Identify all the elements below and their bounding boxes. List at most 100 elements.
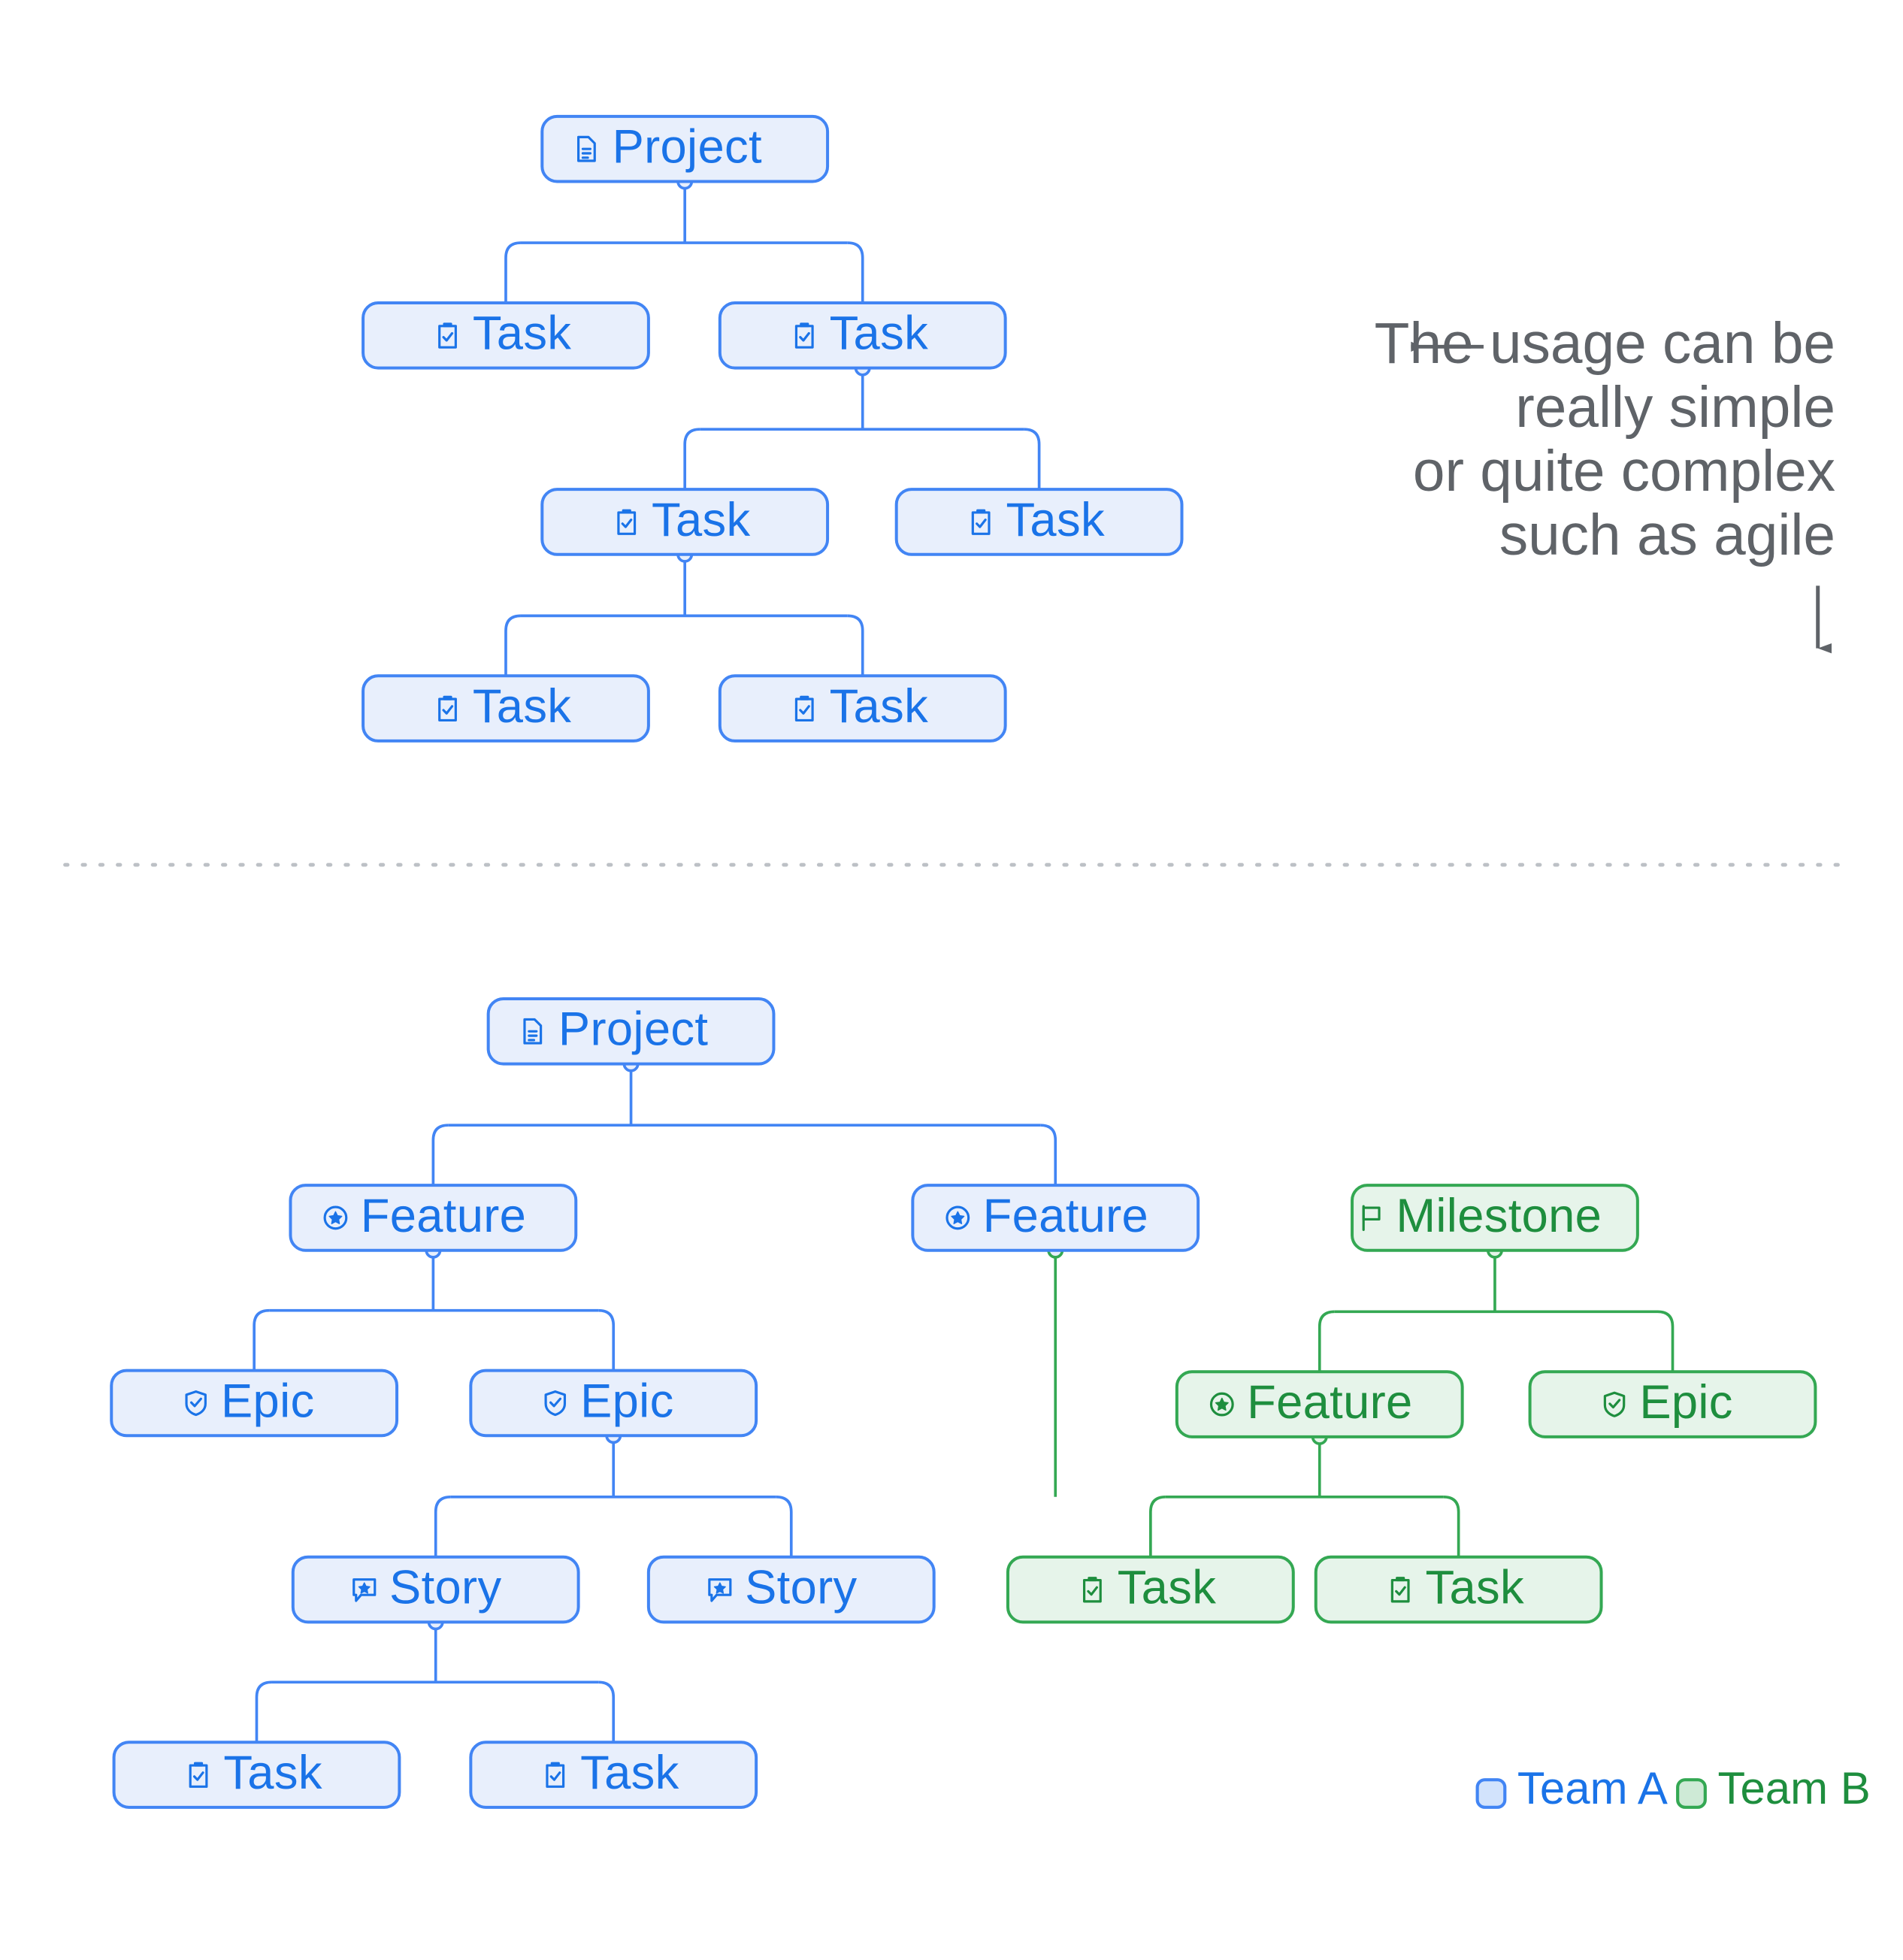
node-task[interactable]: Task: [362, 301, 650, 370]
node-box[interactable]: [1351, 1184, 1639, 1252]
node-epic[interactable]: Epic: [1528, 1370, 1817, 1438]
edge-connector: [1318, 1310, 1335, 1372]
edge-connector: [253, 1308, 270, 1371]
node-box[interactable]: [894, 488, 1184, 556]
node-task[interactable]: Task: [112, 1741, 401, 1809]
node-label: Task: [580, 1747, 679, 1799]
node-box[interactable]: [289, 1184, 578, 1252]
node-label: Story: [389, 1561, 501, 1614]
square-swatch-icon: [1676, 1778, 1707, 1809]
node-story[interactable]: Story: [646, 1555, 936, 1624]
node-label: Epic: [1639, 1376, 1732, 1429]
node-label: Feature: [983, 1190, 1148, 1242]
node-box[interactable]: [646, 1555, 936, 1624]
task-icon: [617, 509, 637, 535]
feature-icon: [323, 1205, 348, 1230]
edge-connector: [1040, 1124, 1057, 1186]
node-label: Task: [223, 1747, 322, 1799]
node-box[interactable]: [110, 1369, 399, 1438]
node-epic[interactable]: Epic: [469, 1369, 758, 1438]
node-box[interactable]: [1528, 1370, 1817, 1438]
task-icon: [794, 695, 814, 722]
epic-icon: [1603, 1391, 1626, 1417]
task-icon: [1390, 1577, 1410, 1603]
node-task[interactable]: Task: [894, 488, 1184, 556]
node-task[interactable]: Task: [362, 674, 650, 743]
annotation-line-1: The usage can be: [1375, 312, 1835, 376]
node-box[interactable]: [718, 301, 1007, 370]
node-task[interactable]: Task: [1006, 1555, 1295, 1624]
node-box[interactable]: [1175, 1370, 1464, 1438]
node-box[interactable]: [486, 997, 776, 1066]
node-box[interactable]: [362, 301, 650, 370]
node-project[interactable]: Project: [540, 114, 830, 183]
node-box[interactable]: [540, 488, 830, 556]
annotation-line-3: or quite complex: [1413, 440, 1835, 504]
node-milestone[interactable]: Milestone: [1351, 1184, 1639, 1252]
node-feature[interactable]: Feature: [1175, 1370, 1464, 1438]
edge-connector: [847, 614, 864, 676]
node-box[interactable]: [291, 1555, 580, 1624]
square-swatch-icon: [1475, 1778, 1507, 1809]
node-label: Task: [1426, 1561, 1524, 1614]
node-label: Task: [1006, 494, 1104, 546]
document-icon: [577, 135, 596, 162]
annotation-line-4: such as agile: [1499, 504, 1835, 567]
node-task[interactable]: Task: [718, 301, 1007, 370]
edge-connector: [683, 428, 700, 490]
node-box[interactable]: [362, 674, 650, 743]
edge-connector: [1657, 1310, 1675, 1372]
epic-icon: [544, 1390, 567, 1417]
node-box[interactable]: [1314, 1555, 1603, 1624]
node-epic[interactable]: Epic: [110, 1369, 399, 1438]
node-label: Epic: [580, 1375, 673, 1427]
feature-icon: [945, 1205, 970, 1230]
task-icon: [438, 695, 457, 722]
edge-connector: [598, 1308, 616, 1371]
node-label: Task: [652, 494, 750, 546]
node-label: Milestone: [1396, 1190, 1602, 1242]
node-box[interactable]: [718, 674, 1007, 743]
node-box[interactable]: [911, 1184, 1200, 1252]
edge-connector: [1024, 428, 1041, 490]
node-label: Project: [613, 121, 762, 174]
legend: Team A Team B: [1475, 1763, 1871, 1813]
annotation-line-2: really simple: [1515, 376, 1835, 440]
node-box[interactable]: [469, 1369, 758, 1438]
node-feature[interactable]: Feature: [289, 1184, 578, 1252]
node-box[interactable]: [469, 1741, 758, 1809]
edges-layer: [253, 173, 1675, 1743]
node-label: Project: [558, 1003, 708, 1056]
node-label: Task: [473, 307, 571, 360]
task-icon: [438, 322, 457, 349]
edge-connector: [431, 1124, 449, 1186]
annotation-note: The usage can be really simple or quite …: [1375, 312, 1835, 654]
node-box[interactable]: [112, 1741, 401, 1809]
story-icon: [708, 1578, 732, 1602]
node-task[interactable]: Task: [540, 488, 830, 556]
feature-icon: [1209, 1392, 1234, 1417]
node-label: Task: [1118, 1561, 1216, 1614]
task-icon: [546, 1762, 565, 1788]
epic-icon: [185, 1390, 207, 1417]
node-task[interactable]: Task: [1314, 1555, 1603, 1624]
edge-connector: [598, 1680, 616, 1743]
task-icon: [794, 322, 814, 349]
node-label: Feature: [1247, 1376, 1412, 1429]
node-box[interactable]: [540, 114, 830, 183]
edge-connector: [1149, 1495, 1166, 1557]
node-task[interactable]: Task: [718, 674, 1007, 743]
node-story[interactable]: Story: [291, 1555, 580, 1624]
node-box[interactable]: [1006, 1555, 1295, 1624]
task-icon: [971, 509, 991, 535]
node-project[interactable]: Project: [486, 997, 776, 1066]
node-label: Task: [830, 680, 928, 733]
node-task[interactable]: Task: [469, 1741, 758, 1809]
node-label: Task: [473, 680, 571, 733]
legend-label-team-a: Team A: [1517, 1763, 1668, 1813]
legend-label-team-b: Team B: [1717, 1763, 1870, 1813]
node-feature[interactable]: Feature: [911, 1184, 1200, 1252]
